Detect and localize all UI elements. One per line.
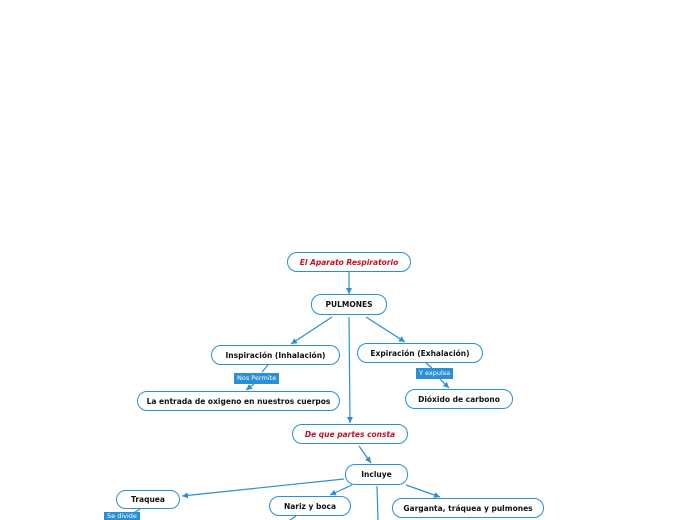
nariz-node[interactable]: Nariz y boca [269, 496, 351, 516]
inspiracion-label: Inspiración (Inhalación) [225, 350, 326, 360]
edge-tag-entrada [245, 383, 255, 391]
edge-pulmones-partes [346, 316, 353, 424]
dioxido-label: Dióxido de carbono [418, 394, 500, 404]
edge-incluye-garganta [405, 484, 441, 498]
y-expulsa-tag: Y expulsa [416, 368, 454, 379]
se-divide-tag: Se divide [104, 512, 140, 520]
edge-pulmones-expiracion [365, 316, 406, 343]
inspiracion-node[interactable]: Inspiración (Inhalación) [211, 345, 340, 365]
partes-node[interactable]: De que partes consta [292, 424, 408, 444]
edge-inspiracion-tag [261, 364, 269, 373]
expiracion-label: Expiración (Exhalación) [370, 348, 470, 358]
dioxido-node[interactable]: Dióxido de carbono [405, 389, 513, 409]
partes-label: De que partes consta [304, 429, 396, 439]
edge-expiracion-tag [425, 362, 433, 369]
incluye-label: Incluye [361, 470, 392, 479]
edge-nariz-down [289, 515, 297, 520]
edge-partes-incluye [358, 445, 372, 464]
edge-tag-dioxido [439, 378, 450, 389]
edge-incluye-nariz [329, 484, 353, 496]
garganta-node[interactable]: Garganta, tráquea y pulmones [392, 498, 544, 518]
edge-incluye-traquea [181, 478, 345, 499]
edge-pulmones-inspiracion [290, 316, 333, 345]
garganta-label: Garganta, tráquea y pulmones [403, 503, 533, 513]
title-label: El Aparato Respiratorio [299, 257, 399, 267]
pulmones-label: PULMONES [325, 300, 373, 309]
pulmones-node[interactable]: PULMONES [311, 294, 387, 315]
entrada-label: La entrada de oxigeno en nuestros cuerpo… [146, 396, 331, 406]
nariz-label: Nariz y boca [283, 501, 337, 511]
incluye-node[interactable]: Incluye [345, 464, 408, 485]
traquea-label: Traquea [131, 495, 165, 504]
nos-permite-tag: Nos Permite [234, 373, 280, 384]
traquea-node[interactable]: Traquea [116, 490, 180, 509]
edge-incluye-down [376, 485, 379, 520]
entrada-node[interactable]: La entrada de oxigeno en nuestros cuerpo… [137, 391, 340, 411]
title-node[interactable]: El Aparato Respiratorio [287, 252, 411, 272]
expiracion-node[interactable]: Expiración (Exhalación) [357, 343, 483, 363]
